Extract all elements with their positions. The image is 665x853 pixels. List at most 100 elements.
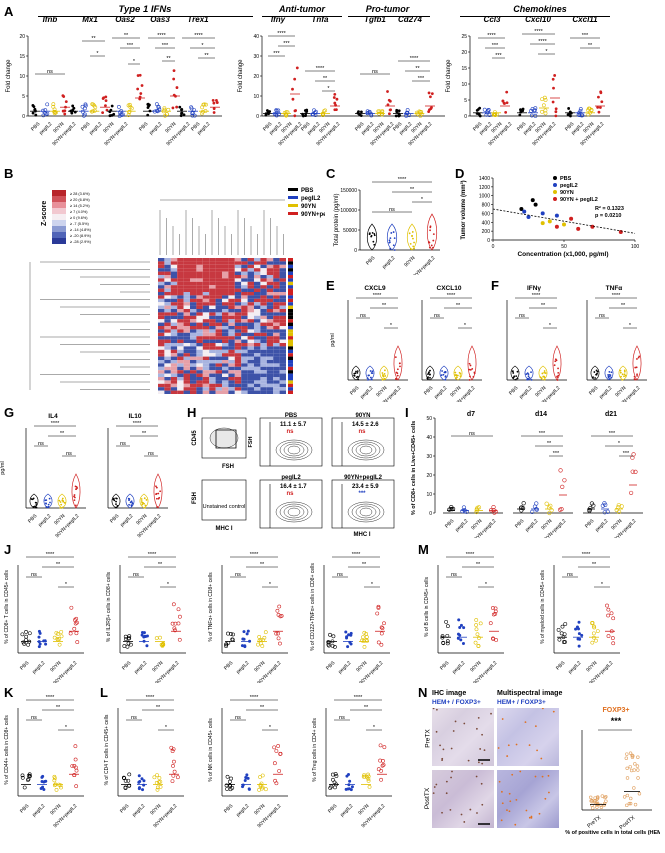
svgL-dot — [155, 773, 159, 778]
svgE-dot — [469, 368, 472, 371]
svgG-dot — [156, 505, 159, 508]
heat-cell — [279, 309, 286, 313]
heat-cell — [228, 346, 235, 350]
svgJ-ylabel: % of CD122+TNFα+ cells in CD8+ cells — [310, 563, 316, 651]
heat-cell — [215, 343, 222, 347]
svgL-cat: PBS — [327, 803, 339, 815]
a-mid-dot — [293, 77, 297, 81]
svgJ-dot — [37, 635, 41, 639]
heat-cell — [215, 322, 222, 326]
d-point — [519, 207, 524, 211]
heat-cell — [247, 332, 254, 337]
heat-cell — [228, 319, 235, 323]
svgK-cat: pegIL2 — [31, 803, 46, 818]
svgJ-dot — [276, 613, 281, 617]
heat-cell — [266, 343, 274, 347]
i-point — [558, 507, 563, 512]
svgF-dot — [608, 378, 611, 380]
svgG-dot — [45, 499, 48, 502]
heat-group-bar — [288, 322, 293, 326]
n-cell-dot — [481, 762, 484, 765]
svgG-dot — [30, 498, 33, 500]
i-point — [544, 501, 549, 506]
svgL-dot — [274, 749, 279, 753]
heat-cell — [228, 298, 235, 303]
a-dot — [204, 102, 208, 107]
heat-cell — [247, 295, 254, 299]
svgG-b4-sig: ns — [66, 451, 72, 457]
heat-cell — [202, 268, 210, 272]
svgE-dot — [395, 371, 398, 374]
a-chem-ytick-label: 20 — [461, 50, 467, 56]
svgL-dot — [140, 777, 144, 781]
svgM-dot — [592, 624, 596, 629]
heat-cell — [190, 261, 197, 265]
heat-cell — [279, 298, 286, 303]
c-ylabel: Total protein (pg/ml) — [334, 193, 340, 246]
heat-cell — [202, 339, 210, 343]
heat-cell — [170, 288, 178, 292]
heat-cell — [260, 346, 267, 350]
heat-cell — [279, 258, 286, 262]
heat-cell — [158, 387, 165, 391]
svgJ-dot — [278, 641, 282, 646]
heat-cell — [164, 278, 171, 282]
heat-cell — [247, 271, 254, 275]
heat-group-bar — [288, 278, 293, 282]
heat-cell — [279, 373, 286, 377]
svgM-dot — [478, 621, 483, 626]
svgG-dot — [35, 502, 38, 504]
svgM-b3-sig: ns — [451, 572, 457, 578]
svgJ-dot — [379, 625, 384, 630]
svgF-dot — [607, 375, 610, 378]
heat-cell — [273, 312, 280, 316]
svgM-dot — [574, 627, 578, 631]
heat-cell — [202, 343, 210, 347]
svgM-dot — [606, 613, 611, 618]
heat-cell — [260, 360, 267, 364]
heat-cell — [266, 295, 274, 299]
heat-cell — [222, 377, 229, 381]
n-cell-dot — [477, 717, 480, 719]
svgJ-b1-sig: **** — [46, 552, 55, 558]
i-cat: PBS — [444, 518, 456, 530]
svgL-dot — [137, 787, 141, 791]
gene-label-cd274: Cd274 — [398, 16, 423, 24]
i-cat: PBS — [584, 518, 596, 530]
heat-cell — [183, 326, 190, 330]
a-chem-dot — [551, 77, 555, 81]
svgJ-dot — [140, 630, 144, 634]
n-cell-dot — [479, 748, 482, 750]
heat-cell — [266, 332, 274, 337]
heat-legend-swatch — [288, 196, 298, 199]
heat-cell — [215, 312, 222, 316]
n-cell-dot — [528, 744, 531, 746]
heat-cell — [260, 302, 267, 306]
svgF-dot — [620, 375, 622, 378]
svgJ-dot — [158, 635, 162, 640]
heat-cell — [266, 258, 274, 262]
svgL-dot — [272, 745, 277, 750]
heat-cell — [170, 271, 178, 275]
svgK-dot — [59, 785, 63, 790]
heat-cell — [266, 315, 274, 320]
n-point — [590, 798, 594, 803]
heat-cell — [202, 363, 210, 367]
svgM-dot — [592, 635, 596, 640]
heat-cell — [260, 343, 267, 347]
svgM-dot — [462, 626, 466, 630]
heat-cell — [228, 383, 235, 388]
svgG-b2-sig: ** — [60, 431, 65, 437]
heat-cell — [158, 292, 165, 296]
h-quad-sig: ns — [286, 491, 294, 497]
heat-legend-swatch — [288, 188, 298, 191]
heat-cell — [222, 288, 229, 292]
a-dot — [45, 102, 50, 107]
heat-cell — [222, 261, 229, 265]
heat-cell — [234, 380, 242, 384]
a-mid-dot — [284, 112, 289, 117]
svgL-dot — [344, 787, 348, 791]
heat-cell — [202, 315, 210, 320]
svgF-dot — [554, 360, 557, 363]
heat-cell — [266, 356, 274, 360]
